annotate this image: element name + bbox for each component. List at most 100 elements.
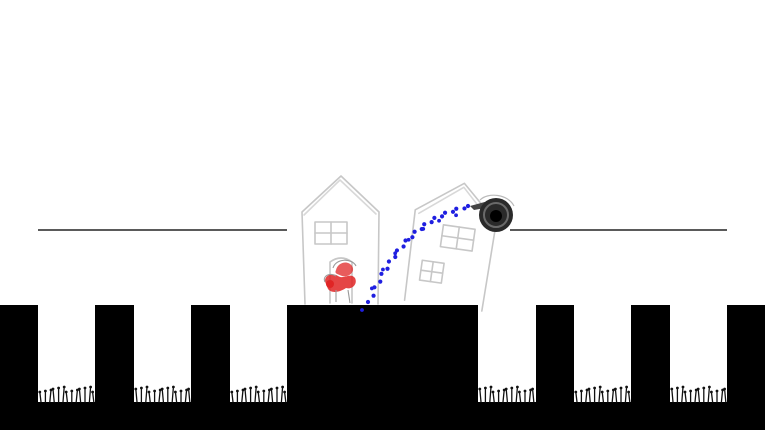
spike-tip [64, 390, 68, 394]
spike [187, 388, 191, 403]
trajectory-dot [372, 285, 377, 290]
pillar-3 [191, 305, 230, 430]
left-house-roof-sketch [303, 179, 377, 216]
ground [0, 305, 765, 430]
spike [611, 389, 615, 403]
spike [601, 391, 605, 403]
spike-tip [504, 387, 508, 391]
spike [627, 391, 631, 403]
spike-tip [670, 387, 674, 391]
spike [39, 391, 42, 403]
spike-tip [243, 387, 247, 391]
spike [62, 386, 65, 403]
player-hand [326, 280, 334, 288]
trajectory-dot [379, 271, 384, 276]
spike [254, 386, 257, 403]
trajectory-dot [412, 229, 417, 234]
spike [91, 391, 95, 403]
spike [575, 391, 578, 403]
spike [518, 391, 522, 403]
spike-tip [708, 385, 711, 389]
trajectory-dot [360, 308, 364, 312]
trajectory-dot [403, 238, 408, 243]
spike-tip [38, 390, 42, 394]
trajectory-dot [394, 248, 400, 253]
red-scribble-character-icon[interactable] [323, 259, 357, 304]
spike-tip [484, 386, 487, 390]
black-cannon-icon[interactable] [470, 194, 515, 232]
spike-tip [153, 389, 157, 393]
spike [694, 389, 697, 403]
player-head-scribble [335, 262, 354, 277]
trajectory-dot [429, 220, 434, 225]
spike [49, 389, 52, 403]
spike-tip [683, 390, 687, 394]
cannon-wheel-hub [490, 210, 502, 222]
spike [697, 388, 701, 403]
trajectory-dot [406, 237, 411, 242]
spike-tip [270, 387, 273, 391]
spike [145, 386, 148, 403]
spike-tip [627, 390, 630, 394]
spike-tip [78, 387, 81, 391]
pillar-5 [631, 305, 670, 430]
cannon-sketch [479, 194, 515, 207]
spike-tip [715, 389, 719, 393]
spike-tip [600, 390, 604, 394]
spike-tip [70, 389, 74, 393]
trajectory-dot [393, 254, 398, 260]
spike-tip [619, 386, 623, 390]
trajectory-dot [422, 222, 427, 227]
spike-tip [510, 386, 514, 390]
spike-tip [497, 389, 500, 393]
player-outline [323, 259, 357, 304]
spike-tip [723, 387, 726, 391]
spike [707, 386, 711, 403]
spike-tip [614, 387, 617, 391]
trajectory-dot [393, 251, 398, 256]
trajectory-dot [419, 226, 424, 232]
spike [184, 389, 188, 403]
spike-tip [676, 386, 679, 390]
spike-tip [283, 390, 286, 394]
trajectory-dot [378, 279, 383, 284]
trajectory-dot [381, 267, 385, 272]
player-body-scribble [325, 274, 356, 292]
spike-tip [145, 385, 149, 389]
spike-tip [696, 387, 700, 391]
spike-tip [134, 387, 138, 391]
spike-tip [230, 390, 234, 394]
spike-tip [478, 387, 482, 391]
spike [52, 388, 55, 403]
spike-tip [710, 390, 713, 394]
spike [65, 391, 69, 403]
spike-tip [491, 390, 495, 394]
spike-tip [598, 385, 602, 389]
spike [75, 389, 79, 403]
trajectory-dot [442, 210, 448, 215]
spike [161, 388, 165, 403]
spike-tip [160, 387, 164, 391]
spike [479, 388, 482, 403]
spike [280, 386, 284, 403]
spike [585, 389, 588, 403]
spike-tip [587, 387, 591, 391]
spike-grass-icon [38, 385, 727, 403]
trajectory-dot [385, 266, 390, 271]
trajectory-dot [454, 213, 458, 218]
spike [231, 391, 234, 403]
center-platform [287, 305, 478, 430]
spike-tip [523, 389, 527, 393]
spike-tip [516, 385, 519, 389]
pillar-2 [95, 305, 134, 430]
spike [598, 386, 601, 403]
spike-tip [275, 386, 279, 390]
spike-tip [83, 386, 87, 390]
spike-tip [236, 389, 239, 393]
spike [671, 388, 674, 403]
spike [684, 391, 687, 403]
spike-tip [62, 385, 66, 389]
spike [171, 386, 175, 403]
